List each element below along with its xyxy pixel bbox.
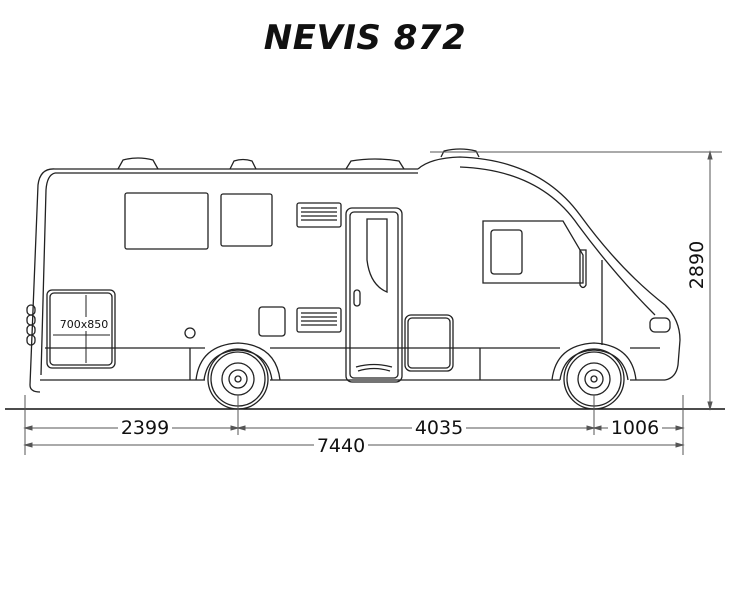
side-vent-upper: [296, 202, 342, 228]
locker-door: [404, 314, 454, 372]
model-title: NEVIS 872: [263, 18, 467, 58]
entry-door: [345, 207, 403, 383]
window-cab-side: [482, 220, 584, 284]
dim-wheelbase: 4035: [415, 417, 463, 439]
dim-rear-overhang: 2399: [121, 417, 169, 439]
window-rear-large: [124, 192, 209, 250]
window-rear-small: [220, 193, 273, 247]
service-hatch: [258, 306, 286, 337]
vehicle-body: [26, 156, 681, 393]
rear-lights: [26, 304, 36, 346]
headlight: [649, 317, 671, 333]
dim-front-overhang: 1006: [611, 417, 659, 439]
side-mirror: [579, 249, 587, 289]
roof-vents: [117, 148, 480, 170]
garage-door-size-label: 700x850: [60, 318, 109, 331]
side-vent-lower: [296, 307, 342, 333]
dim-overall-height: 2890: [686, 241, 708, 289]
dim-overall-length: 7440: [317, 435, 365, 457]
fuel-cap: [184, 327, 196, 339]
